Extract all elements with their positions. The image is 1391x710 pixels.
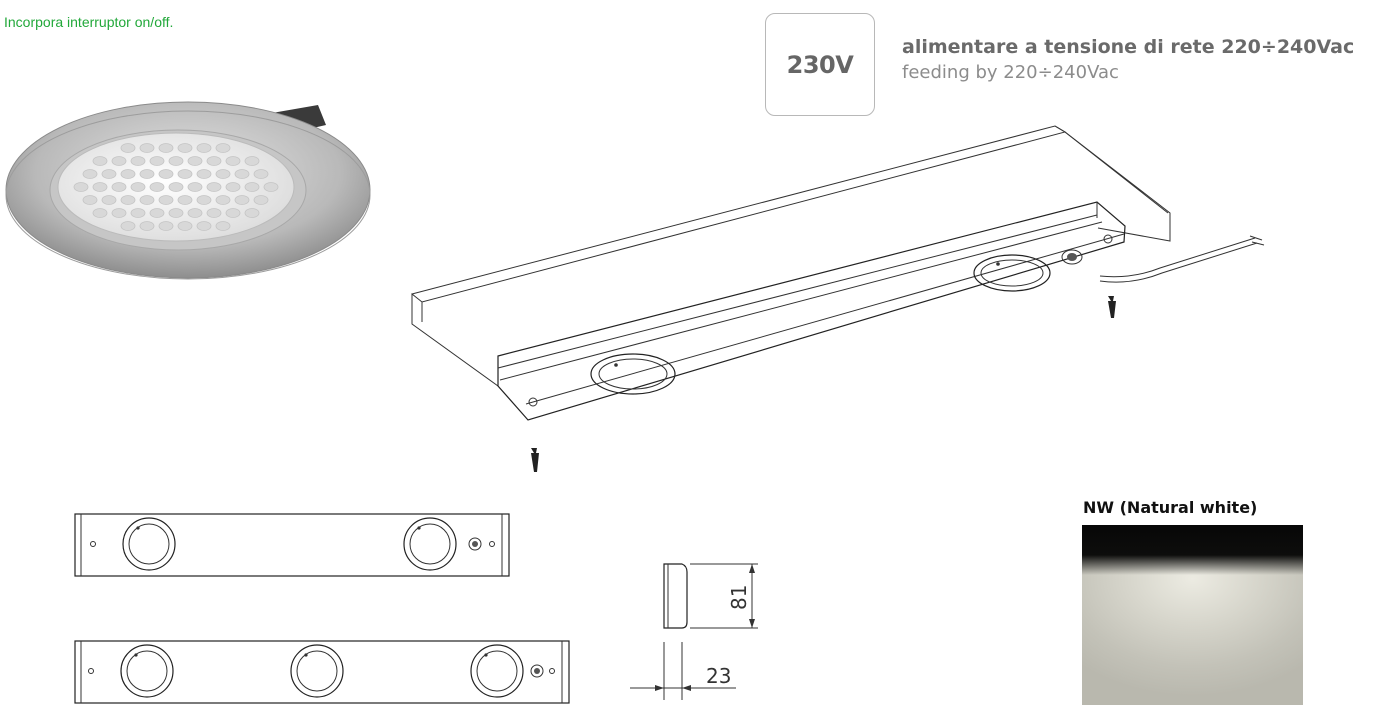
led-dot [177,169,193,179]
led-dot [168,156,184,166]
depth-dimension-label: 23 [706,664,731,688]
led-dot [215,221,231,231]
led-dot [196,143,212,153]
led-dot [92,208,108,218]
led-dot [215,169,231,179]
feeding-title: alimentare a tensione di rete 220÷240Vac [902,36,1355,58]
led-dot [187,182,203,192]
led-dot [139,195,155,205]
led-dot [130,156,146,166]
led-dot [196,169,212,179]
led-dot [244,182,260,192]
under-cabinet-light-drawing [410,125,1265,472]
side-profile-dimensions: 81 23 [630,563,758,700]
led-dot [234,169,250,179]
led-dot [130,182,146,192]
led-dot [111,156,127,166]
feeding-subtitle: feeding by 220÷240Vac [902,62,1119,83]
led-dot [215,195,231,205]
led-dot [149,156,165,166]
led-dot [206,156,222,166]
led-dot [187,156,203,166]
led-dot [120,221,136,231]
led-dot [139,169,155,179]
led-dot [73,182,89,192]
led-dot [158,195,174,205]
led-dot [177,221,193,231]
led-dot [111,182,127,192]
led-dot [263,182,279,192]
led-dot [139,143,155,153]
led-dot [196,221,212,231]
led-dot [149,182,165,192]
note-text: Incorpora interruptor on/off. [4,14,174,30]
led-dot [225,208,241,218]
led-dot [244,156,260,166]
led-dot [187,208,203,218]
led-dot [158,169,174,179]
front-view-two-lights [74,513,510,577]
led-dot [215,143,231,153]
led-dot [177,143,193,153]
led-dot [244,208,260,218]
led-dot [120,143,136,153]
led-dot [120,195,136,205]
led-dot [225,182,241,192]
led-dot [101,195,117,205]
front-view-three-lights [74,640,570,704]
voltage-badge-label: 230V [786,50,854,79]
led-dot [253,195,269,205]
height-dimension-label: 81 [727,585,751,610]
led-dot [253,169,269,179]
light-color-title: NW (Natural white) [1083,498,1258,517]
led-dot [234,195,250,205]
led-dot [130,208,146,218]
led-dot [92,156,108,166]
light-swatch-dark-band [1082,525,1303,575]
led-dot [206,208,222,218]
round-led-spotlight-image [5,101,371,280]
led-dot [196,195,212,205]
led-dot [101,169,117,179]
led-dot [139,221,155,231]
led-dot [158,221,174,231]
led-dot [168,182,184,192]
led-dot [82,195,98,205]
led-dot [158,143,174,153]
led-dot [206,182,222,192]
led-dot [120,169,136,179]
led-dot [92,182,108,192]
led-dot [149,208,165,218]
voltage-badge: 230V [765,13,875,116]
led-dot [177,195,193,205]
led-dot [168,208,184,218]
led-dot [82,169,98,179]
led-dot [225,156,241,166]
led-dot [111,208,127,218]
